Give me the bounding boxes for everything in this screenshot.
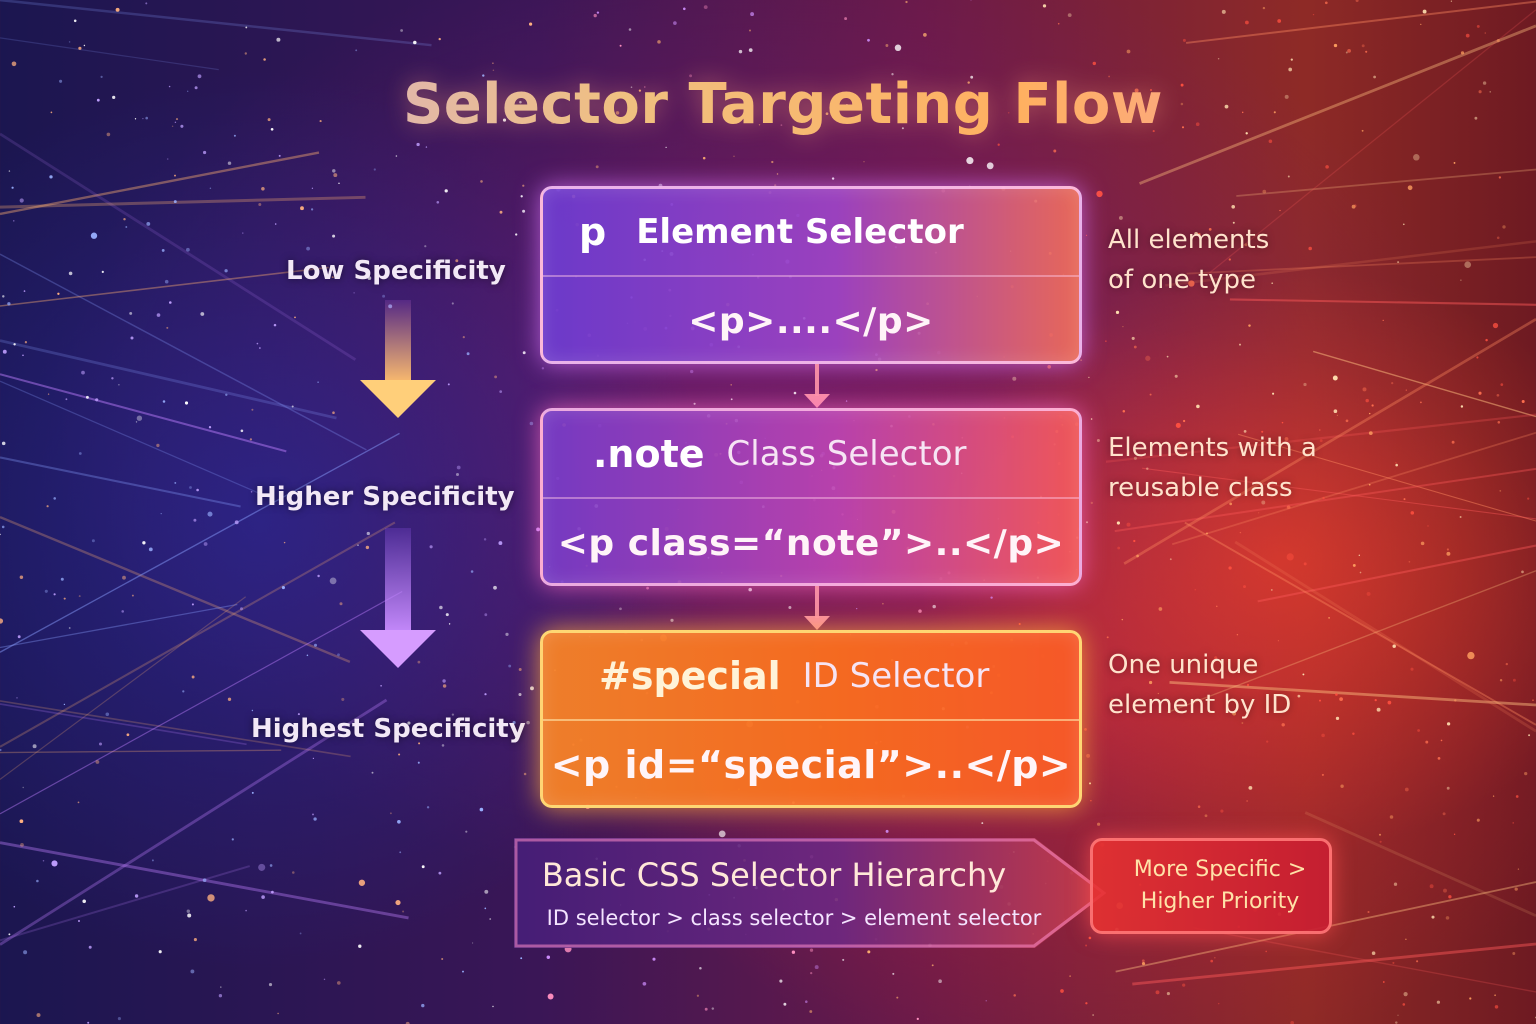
connector-arrow-icon [804,586,830,630]
hierarchy-banner-outline [514,838,1106,948]
element-selector-card: p Element Selector <p>....</p> [540,186,1082,364]
id-selector-header: #special ID Selector [543,633,1079,721]
element-selector-symbol: p [579,210,607,254]
class-selector-card: .note Class Selector <p class=“note”>..<… [540,408,1082,586]
priority-badge-line1: More Specific > [1133,857,1307,882]
priority-badge-line2: Higher Priority [1140,889,1300,914]
element-selector-code: <p>....</p> [688,300,934,342]
priority-badge: More Specific > Higher Priority [1090,838,1332,934]
class-selector-kind: Class Selector [726,434,967,474]
class-selector-code: <p class=“note”>..</p> [557,522,1065,564]
hierarchy-title: Basic CSS Selector Hierarchy [541,856,1007,894]
class-selector-header: .note Class Selector [543,411,1079,499]
id-selector-code: <p id=“special”>..</p> [550,743,1072,787]
diagram-title: Selector Targeting Flow [0,72,1536,137]
low-specificity-label: Low Specificity [286,256,506,286]
down-arrow-icon [360,300,436,418]
higher-specificity-label: Higher Specificity [255,482,515,512]
element-selector-kind: Element Selector [636,212,964,252]
connector-arrow-icon [804,364,830,408]
hierarchy-banner [514,838,1106,948]
class-selector-description: Elements with a reusable class [1108,433,1317,503]
id-selector-kind: ID Selector [802,656,990,696]
highest-specificity-label: Highest Specificity [251,714,526,744]
id-selector-description: One unique element by ID [1108,650,1292,720]
id-selector-symbol: #special [599,654,781,698]
element-selector-description: All elements of one type [1108,225,1270,295]
class-selector-symbol: .note [593,432,705,476]
element-selector-header: p Element Selector [543,189,1079,277]
hierarchy-subtitle: ID selector > class selector > element s… [546,906,1042,930]
id-selector-card: #special ID Selector <p id=“special”>..<… [540,630,1082,808]
down-arrow-icon [360,528,436,668]
